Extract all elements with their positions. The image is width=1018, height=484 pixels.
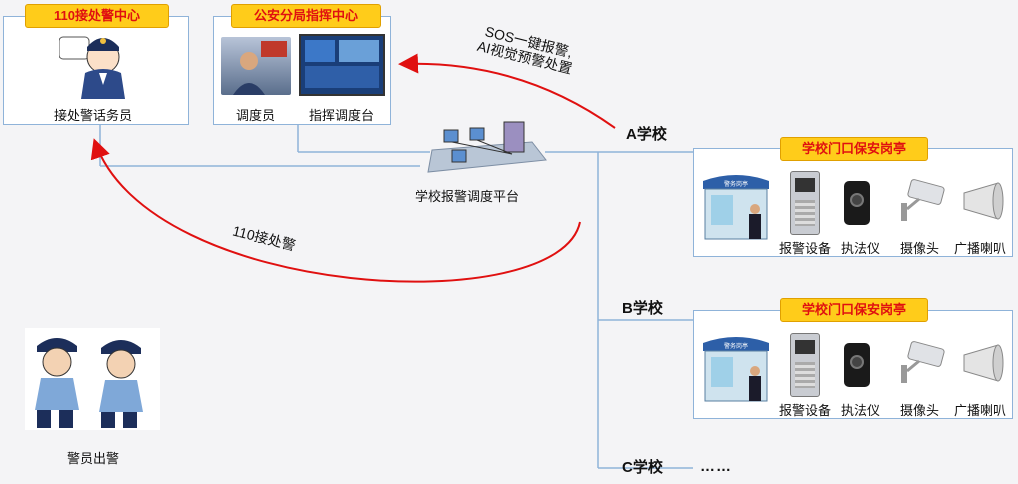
dispatcher-photo <box>221 37 291 95</box>
school-b-label: B学校 <box>622 300 663 317</box>
device-camera-label-b: 摄像头 <box>900 403 940 418</box>
console-caption: 指挥调度台 <box>309 108 375 123</box>
school-c-label: C学校 <box>622 459 663 476</box>
command-center-panel: 调度员 指挥调度台 <box>213 16 391 125</box>
sos-arrow <box>398 53 616 129</box>
more-schools-ellipsis: …… <box>700 458 732 475</box>
call-center-tag: 110接处警中心 <box>25 4 169 28</box>
speaker-icon-a <box>958 181 1004 221</box>
device-alarm-label-b: 报警设备 <box>779 403 832 418</box>
booth-panel-b: 警务岗亭 报警设备 执法仪 摄像头 广播喇叭 <box>693 310 1013 419</box>
police-caption: 警员出警 <box>67 451 120 466</box>
operator-illustration <box>59 29 131 99</box>
call-center-panel: 接处警话务员 <box>3 16 189 125</box>
device-speaker-label-b: 广播喇叭 <box>954 403 1007 418</box>
bodycam-icon-a <box>844 181 870 225</box>
platform-caption: 学校报警调度平台 <box>415 189 520 204</box>
guard-booth-a: 警务岗亭 <box>701 171 771 241</box>
svg-text:警务岗亭: 警务岗亭 <box>724 342 748 350</box>
school-a-label: A学校 <box>626 126 667 143</box>
alarm-device-icon-a <box>790 171 820 235</box>
device-alarm-label-a: 报警设备 <box>779 241 832 256</box>
alarm-device-icon-b <box>790 333 820 397</box>
device-bodycam-label-b: 执法仪 <box>841 403 881 418</box>
bodycam-icon-b <box>844 343 870 387</box>
camera-icon-a <box>899 179 945 223</box>
camera-icon-b <box>899 341 945 385</box>
dispatcher-caption: 调度员 <box>236 108 276 123</box>
guard-booth-b: 警务岗亭 <box>701 333 771 403</box>
svg-text:警务岗亭: 警务岗亭 <box>724 180 748 188</box>
police-officers-illustration <box>25 328 160 430</box>
platform-network-icon <box>412 120 548 182</box>
speaker-icon-b <box>958 343 1004 383</box>
dispatch-console <box>299 34 385 96</box>
dispatch-arrow <box>90 138 581 283</box>
command-center-tag: 公安分局指挥中心 <box>231 4 381 28</box>
booth-panel-a: 警务岗亭 报警设备 执法仪 摄像头 广播喇叭 <box>693 148 1013 257</box>
device-camera-label-a: 摄像头 <box>900 241 940 256</box>
booth-tag-a: 学校门口保安岗亭 <box>780 137 928 161</box>
operator-caption: 接处警话务员 <box>54 108 133 123</box>
device-bodycam-label-a: 执法仪 <box>841 241 881 256</box>
device-speaker-label-a: 广播喇叭 <box>954 241 1007 256</box>
booth-tag-b: 学校门口保安岗亭 <box>780 298 928 322</box>
